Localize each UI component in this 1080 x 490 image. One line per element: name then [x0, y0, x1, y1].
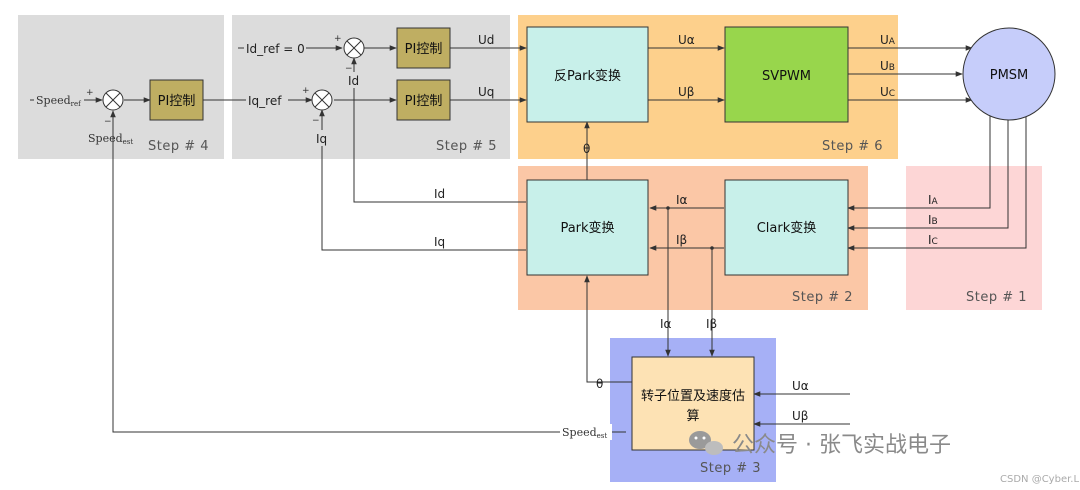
inverse-park-block [526, 26, 649, 123]
id-loop-label: Id [434, 187, 445, 201]
u-beta-input-label: Uβ [792, 409, 808, 423]
sum-junction-speed [102, 89, 124, 111]
ub-label: UB [880, 59, 895, 73]
estimator-label-line1: 转子位置及速度估 [641, 388, 745, 404]
step-1-label: Step # 1 [966, 290, 1027, 305]
i-alpha-estimator-label: Iα [660, 317, 672, 331]
estimator-label-line2: 算 [686, 409, 699, 424]
clark-label: Clark变换 [757, 220, 817, 236]
iq-loop-label: Iq [434, 235, 445, 249]
pi-d-block [396, 27, 451, 69]
theta-label: θ [583, 142, 590, 156]
ia-label: IA [928, 193, 939, 207]
step-4-label: Step # 4 [148, 139, 209, 154]
pi-q-block [396, 79, 451, 121]
pi-speed-block [149, 79, 204, 121]
step-2-label: Step # 2 [792, 290, 853, 305]
plus-sign: + [334, 34, 342, 44]
u-alpha-input-label: Uα [792, 379, 809, 393]
ic-label: IC [928, 233, 938, 247]
step-3-label: Step # 3 [700, 461, 761, 476]
region-step5 [232, 15, 510, 159]
id-feedback-label: Id [348, 74, 359, 88]
step-5-label: Step # 5 [436, 139, 497, 154]
minus-sign: − [345, 64, 353, 74]
svpwm-label: SVPWM [762, 69, 811, 84]
region-step1 [906, 166, 1042, 310]
pi-q-label: PI控制 [405, 94, 443, 109]
i-alpha-label: Iα [676, 193, 688, 207]
pi-d-label: PI控制 [405, 42, 443, 57]
park-label: Park变换 [560, 220, 614, 236]
minus-sign: − [312, 116, 320, 126]
sum-junction-d [343, 37, 365, 59]
speed-est-output-label: Speedest [562, 426, 607, 440]
park-block [526, 179, 649, 276]
minus-sign: − [104, 117, 112, 127]
iq-ref-label: Iq_ref [248, 94, 282, 108]
ua-label: UA [880, 33, 896, 47]
u-alpha-label: Uα [678, 33, 695, 47]
ib-label: IB [928, 213, 938, 227]
step-6-label: Step # 6 [822, 139, 883, 154]
i-beta-label: Iβ [676, 233, 687, 247]
plus-sign: + [86, 88, 94, 98]
svpwm-block [724, 26, 849, 123]
i-beta-estimator-label: Iβ [706, 317, 717, 331]
iq-feedback-label: Iq [316, 132, 327, 146]
clark-block [724, 179, 849, 276]
uq-label: Uq [478, 85, 494, 99]
uc-label: UC [880, 85, 895, 99]
wechat-icon [689, 431, 723, 455]
theta-estimator-label: θ [596, 377, 603, 391]
id-ref-label: Id_ref = 0 [246, 42, 305, 56]
speed-ref-label: Speedref [36, 94, 82, 108]
ud-label: Ud [478, 33, 494, 47]
speed-est-label: Speedest [88, 132, 133, 146]
pmsm-motor [962, 27, 1056, 121]
u-beta-label: Uβ [678, 85, 694, 99]
plus-sign: + [302, 86, 310, 96]
inverse-park-label: 反Park变换 [554, 68, 621, 84]
csdn-watermark: CSDN @Cyber.L [1000, 474, 1079, 485]
sum-junction-q [311, 89, 333, 111]
pmsm-label: PMSM [990, 68, 1029, 83]
watermark-text: 公众号 · 张飞实战电子 [732, 433, 951, 458]
pi-speed-label: PI控制 [158, 94, 196, 109]
